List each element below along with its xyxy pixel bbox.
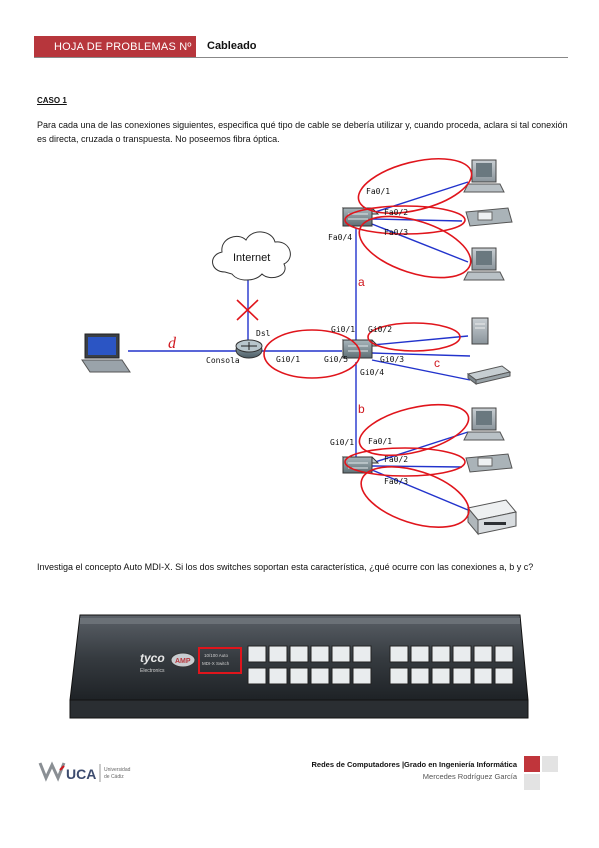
page-title: Cableado [207,40,257,52]
dsl-cross-mark [236,299,259,321]
port-label: Gi0/1 [276,355,300,364]
section-label: HOJA DE PROBLEMAS Nº 3 [54,41,192,75]
case-label: CASO 1 [37,96,67,105]
ethernet-port [473,645,493,663]
port-label: Fa0/1 [368,437,392,446]
router-icon [235,339,263,359]
ethernet-port [410,667,430,685]
footer-squares-icon [524,756,558,790]
access-point-icon [466,365,512,385]
logo-sub: de Cádiz [104,774,124,780]
port-label: Gi0/5 [324,355,348,364]
footer-course: Redes de Computadores |Grado en Ingenier… [311,760,517,769]
port-label: Dsl [256,329,271,338]
link-label-c: c [434,356,440,370]
ethernet-port [410,645,430,663]
port-label: Fa0/3 [384,477,408,486]
header-divider [34,57,568,58]
laptop-icon [81,333,131,373]
ethernet-port [247,667,267,685]
logo-text: UCA [66,766,96,782]
ethernet-port [352,667,372,685]
ethernet-port [389,667,409,685]
port-label: Gi0/4 [360,368,384,377]
highlight-ellipses [263,158,473,528]
logo-sub: Universidad [104,767,131,773]
mdix-highlight-box [198,647,242,674]
link-label-b: b [358,402,365,416]
port-label: Fa0/4 [328,233,352,242]
ethernet-port [389,645,409,663]
ethernet-port [289,645,309,663]
port-label: Consola [206,356,240,365]
section-header: HOJA DE PROBLEMAS Nº 3 [34,36,196,75]
port-label: Fa0/1 [366,187,390,196]
port-label: Gi0/3 [380,355,404,364]
port-label: Gi0/2 [368,325,392,334]
ethernet-port [452,667,472,685]
phone-top-icon [465,207,513,227]
port-label: Gi0/1 [331,325,355,334]
ethernet-port [310,645,330,663]
mdix-label: MDI-X Switch [202,661,230,666]
ethernet-port [268,645,288,663]
port-label: Gi0/1 [330,438,354,447]
printer-icon [467,499,517,536]
ethernet-port [310,667,330,685]
amp-badge: AMP [175,658,191,665]
switch-photo: tyco Electronics AMP 10/100 Auto MDI-X S… [69,614,529,719]
ethernet-port [494,645,514,663]
switch-middle-icon [341,339,380,359]
cloud-label: Internet [233,252,270,264]
ethernet-port [247,645,267,663]
ethernet-port [352,645,372,663]
ethernet-port [452,645,472,663]
port-label: Fa0/2 [384,208,408,217]
brand-sub-label: Electronics [140,668,165,674]
ethernet-port [331,667,351,685]
port-label: Fa0/3 [384,228,408,237]
switch-bottom-icon [341,456,380,474]
internet-cloud-icon [212,231,291,281]
ethernet-port [289,667,309,685]
case-intro: Para cada una de las conexiones siguient… [37,120,568,144]
uca-logo-icon: UCA Universidad de Cádiz [38,761,131,782]
link-label-d: d [168,335,177,352]
port-label: Fa0/2 [384,455,408,464]
ethernet-port [473,667,493,685]
cable-lines [128,181,471,511]
pc-lower-icon [463,407,505,441]
ethernet-ports [247,645,514,685]
ethernet-port [431,645,451,663]
server-icon [471,317,489,345]
ethernet-port [331,645,351,663]
pc-top-icon [463,159,505,193]
ethernet-port [431,667,451,685]
mdix-label: 10/100 Auto [204,653,229,658]
case-question: Investiga el concepto Auto MDI-X. Si los… [37,562,534,572]
phone-lower-icon [465,453,513,473]
pc-upper-icon [463,247,505,281]
link-label-a: a [358,275,365,289]
ethernet-port [268,667,288,685]
brand-label: tyco [140,651,165,665]
footer-author: Mercedes Rodríguez García [422,772,517,781]
ethernet-port [494,667,514,685]
